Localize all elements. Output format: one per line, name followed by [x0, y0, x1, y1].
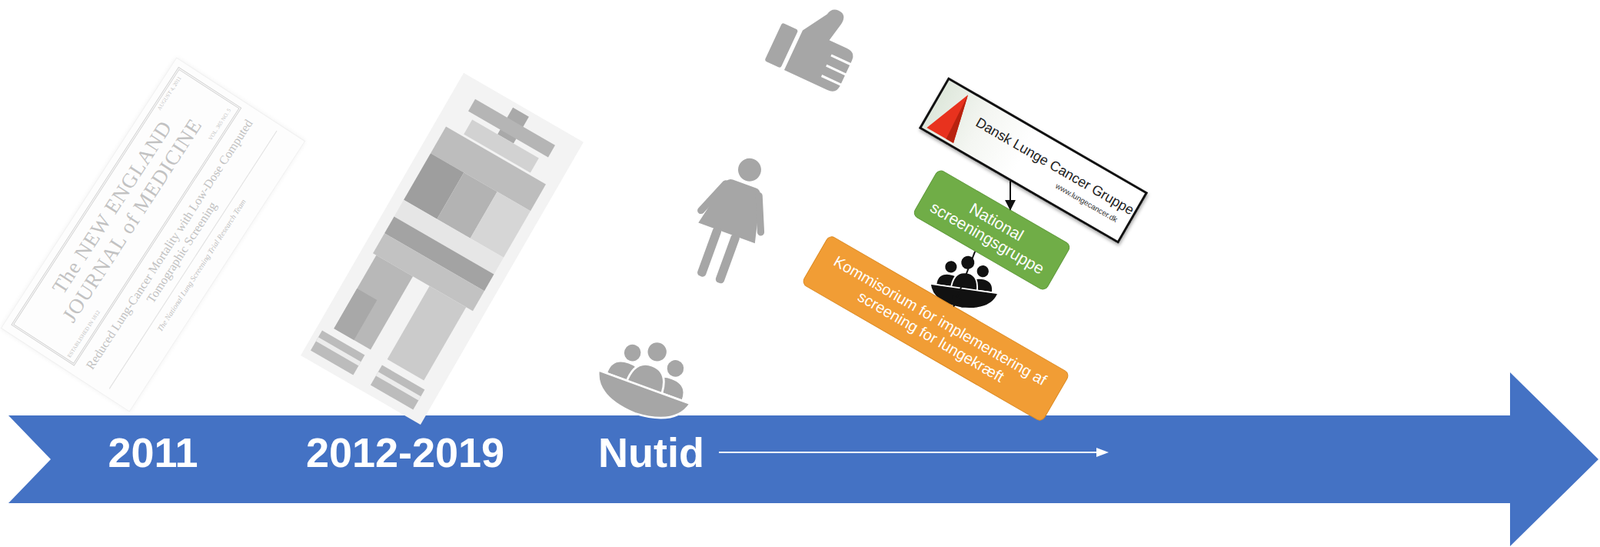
timeline-now: Nutid — [535, 425, 767, 480]
thumb-finger — [826, 65, 848, 75]
woman-leg — [696, 226, 723, 278]
figure-block — [375, 371, 421, 400]
person-head — [665, 357, 687, 380]
flow-arrow — [1009, 180, 1012, 210]
woman-arm — [747, 195, 772, 232]
person-head — [643, 338, 671, 366]
person-head — [622, 342, 644, 364]
thumb-hand — [784, 0, 869, 95]
figure-block — [370, 365, 425, 410]
timeline-period: 2012-2019 — [289, 425, 521, 480]
person-head — [976, 264, 990, 278]
person-head — [959, 254, 976, 271]
logo-triangle-shade — [943, 94, 978, 144]
woman-leg — [715, 232, 742, 285]
logo-triangle — [926, 85, 978, 144]
pixel-figure — [300, 73, 584, 425]
woman-icon — [679, 147, 784, 290]
flow-arrow — [954, 251, 976, 307]
timeline-arrow — [8, 372, 1599, 546]
timeline-line-head — [1096, 447, 1109, 457]
meeting-icon — [588, 325, 707, 430]
thumbs-up-icon — [764, 0, 870, 95]
woman-arm — [701, 178, 726, 215]
figure-block — [316, 336, 361, 366]
woman-dress — [698, 173, 773, 244]
journal-page: The NEW ENGLAND JOURNAL of MEDICINEESTAB… — [0, 56, 306, 412]
figure-block — [310, 330, 365, 376]
thumb-finger — [821, 76, 843, 86]
timeline-year: 2011 — [37, 425, 269, 480]
person-head — [944, 259, 958, 273]
figure-back — [300, 73, 584, 425]
timeline-line — [718, 451, 1098, 453]
logo-title: Dansk Lunge Cancer Gruppe — [972, 113, 1129, 213]
logo-emblem — [926, 85, 978, 144]
woman-head — [735, 155, 765, 185]
figure-block — [387, 286, 467, 381]
meeting-table — [588, 369, 691, 430]
thumb-finger — [831, 55, 852, 65]
figure-block — [333, 288, 377, 340]
